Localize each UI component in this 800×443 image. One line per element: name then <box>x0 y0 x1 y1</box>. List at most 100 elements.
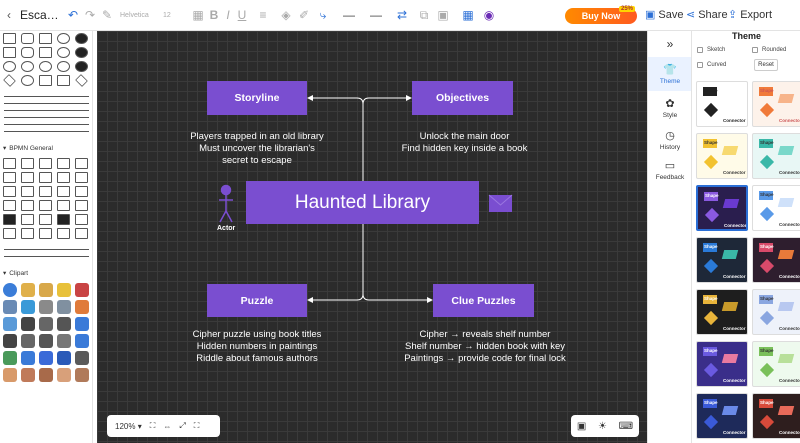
option-sketch[interactable]: Sketch <box>697 47 725 53</box>
option-rounded[interactable]: Rounded <box>752 47 786 53</box>
line-style-4[interactable] <box>4 117 89 118</box>
bpmn-shape-21[interactable] <box>3 214 16 225</box>
node-storyline[interactable]: Storyline <box>207 81 307 115</box>
node-puzzle[interactable]: Puzzle <box>207 284 307 317</box>
line-style-3[interactable] <box>4 110 89 111</box>
clipart-bottle-icon[interactable] <box>3 351 17 365</box>
tab-history[interactable]: ◷ History <box>648 123 692 157</box>
note-storyline[interactable]: Players trapped in an old library Must u… <box>177 131 337 167</box>
clipart-person-icon[interactable] <box>3 368 17 382</box>
arrange-icon[interactable]: ⧉ <box>419 7 429 22</box>
zoom-level-select[interactable]: 120% ▾ <box>115 421 142 431</box>
tab-theme[interactable]: 👕 Theme <box>648 57 692 91</box>
bpmn-shape-30[interactable] <box>75 228 88 239</box>
shape-rounded-2[interactable] <box>21 47 34 58</box>
line-color-icon[interactable]: ✐ <box>298 8 310 22</box>
line-style-2[interactable] <box>4 103 89 104</box>
line-style-5[interactable] <box>4 124 89 125</box>
bpmn-shape-15[interactable] <box>75 186 88 197</box>
bpmn-shape-4[interactable] <box>57 158 70 169</box>
clipart-house-icon[interactable] <box>75 300 89 314</box>
bpmn-shape-23[interactable] <box>39 214 52 225</box>
line-weight-select[interactable]: — <box>370 8 382 22</box>
shape-circle-5[interactable] <box>39 61 52 72</box>
clipart-person-3-icon[interactable] <box>39 368 53 382</box>
clipart-cube-icon[interactable] <box>21 300 35 314</box>
buy-now-button[interactable]: Buy Now 25% <box>565 6 637 24</box>
clipart-person-4-icon[interactable] <box>57 368 71 382</box>
font-family-select[interactable]: Helvetica <box>120 11 149 19</box>
shape-circle-6[interactable] <box>21 75 34 86</box>
connector-style-icon[interactable]: ⤷ <box>319 7 327 22</box>
minimap-icon[interactable]: ▣ <box>576 420 587 432</box>
tab-style[interactable]: ✿ Style <box>648 91 692 125</box>
clipart-box-icon[interactable] <box>39 351 53 365</box>
save-button[interactable]: ▣ Save <box>645 8 683 22</box>
bpmn-shape-19[interactable] <box>57 200 70 211</box>
line-style-1[interactable] <box>4 96 89 97</box>
clipart-tablet-icon[interactable] <box>57 334 71 348</box>
shape-rect-3[interactable] <box>39 47 52 58</box>
curved-checkbox[interactable] <box>697 62 703 68</box>
clipart-monitor-icon[interactable] <box>21 317 35 331</box>
shape-rect-2[interactable] <box>3 47 16 58</box>
text-box-icon[interactable]: ▦ <box>192 8 204 22</box>
bpmn-shape-26[interactable] <box>3 228 16 239</box>
shape-filled-circle-2[interactable] <box>75 47 88 58</box>
clipart-tower-icon[interactable] <box>39 300 53 314</box>
clipart-person-2-icon[interactable] <box>21 368 35 382</box>
bpmn-line-2[interactable] <box>4 256 89 257</box>
bpmn-shape-29[interactable] <box>57 228 70 239</box>
connector-to-puzzle[interactable] <box>307 224 364 303</box>
note-clue-puzzles[interactable]: Cipher → reveals shelf number Shelf numb… <box>395 329 575 365</box>
bpmn-shape-28[interactable] <box>39 228 52 239</box>
share-button[interactable]: ⋖ Share <box>686 8 728 22</box>
bpmn-shape-20[interactable] <box>75 200 88 211</box>
clipart-router-icon[interactable] <box>75 317 89 331</box>
bpmn-shape-7[interactable] <box>21 172 34 183</box>
redo-icon[interactable]: ↷ <box>84 8 96 22</box>
clipart-printer-icon[interactable] <box>21 334 35 348</box>
bpmn-shape-3[interactable] <box>39 158 52 169</box>
group-icon[interactable]: ▣ <box>437 8 449 22</box>
clipart-shield-icon[interactable] <box>57 300 71 314</box>
clipart-disk-icon[interactable] <box>75 334 89 348</box>
underline-icon[interactable]: U <box>237 8 247 22</box>
note-puzzle[interactable]: Cipher puzzle using book titles Hidden n… <box>172 329 342 365</box>
clipart-drive-icon[interactable] <box>75 351 89 365</box>
align-icon[interactable]: ≡ <box>259 8 267 22</box>
bold-icon[interactable]: B <box>209 8 219 22</box>
eye-icon[interactable]: ◉ <box>483 8 495 22</box>
clipart-badge-icon[interactable] <box>75 283 89 297</box>
tab-feedback[interactable]: ▭ Feedback <box>648 153 692 187</box>
undo-icon[interactable]: ↶ <box>67 8 79 22</box>
back-chevron-icon[interactable]: ‹ <box>7 8 11 22</box>
shape-circle-4[interactable] <box>21 61 34 72</box>
fit-view-icon[interactable]: ⤢ <box>179 421 186 430</box>
clipart-folder-icon[interactable] <box>21 351 35 365</box>
sketch-checkbox[interactable] <box>697 47 703 53</box>
connector-to-objectives[interactable] <box>362 95 412 181</box>
clipart-cube-2-icon[interactable] <box>57 351 71 365</box>
line-style-select[interactable]: — <box>343 8 355 22</box>
clipart-hands-icon[interactable] <box>39 283 53 297</box>
theme-toggle-icon[interactable]: ☀ <box>598 420 607 432</box>
diagram-canvas[interactable]: Storyline Objectives Haunted Library Puz… <box>97 31 647 443</box>
section-clipart-header[interactable]: ▾ Clipart <box>0 265 92 281</box>
bpmn-shape-18[interactable] <box>39 200 52 211</box>
shape-circle-3[interactable] <box>3 61 16 72</box>
fullscreen-icon[interactable]: ⛶ <box>193 421 200 430</box>
node-objectives[interactable]: Objectives <box>412 81 513 115</box>
format-painter-icon[interactable]: ✎ <box>101 8 113 22</box>
shape-rounded-rect[interactable] <box>21 33 34 44</box>
bpmn-shape-16[interactable] <box>3 200 16 211</box>
bpmn-shape-1[interactable] <box>3 158 16 169</box>
